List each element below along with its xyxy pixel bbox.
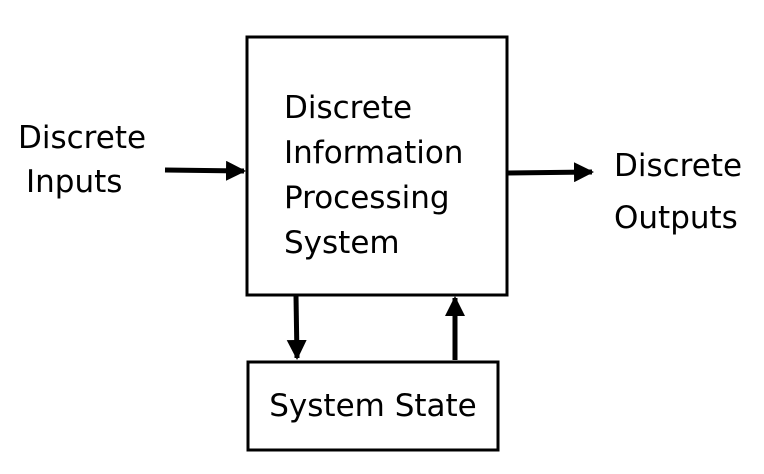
processor-label-line-2: Information [284,135,464,171]
inputs-label-line-2: Inputs [26,164,123,200]
processor-label-line-4: System [284,225,400,261]
outputs-label-line-1: Discrete [614,148,743,184]
inputs-label: Discrete Inputs [18,116,146,204]
down-to-state-arrow [286,295,307,360]
system-state-box [246,360,500,452]
processing-system-box [245,35,509,297]
processor-label-line-1: Discrete [284,90,413,126]
processor-label: Discrete Information Processing System [284,86,463,266]
processor-label-line-3: Processing [284,180,450,216]
outputs-label: Discrete Outputs [614,140,742,244]
output-arrow [507,162,594,183]
system-state-label: System State [269,388,477,424]
inputs-label-line-1: Discrete [18,120,147,156]
input-arrow [164,160,246,181]
outputs-label-line-2: Outputs [614,200,738,236]
